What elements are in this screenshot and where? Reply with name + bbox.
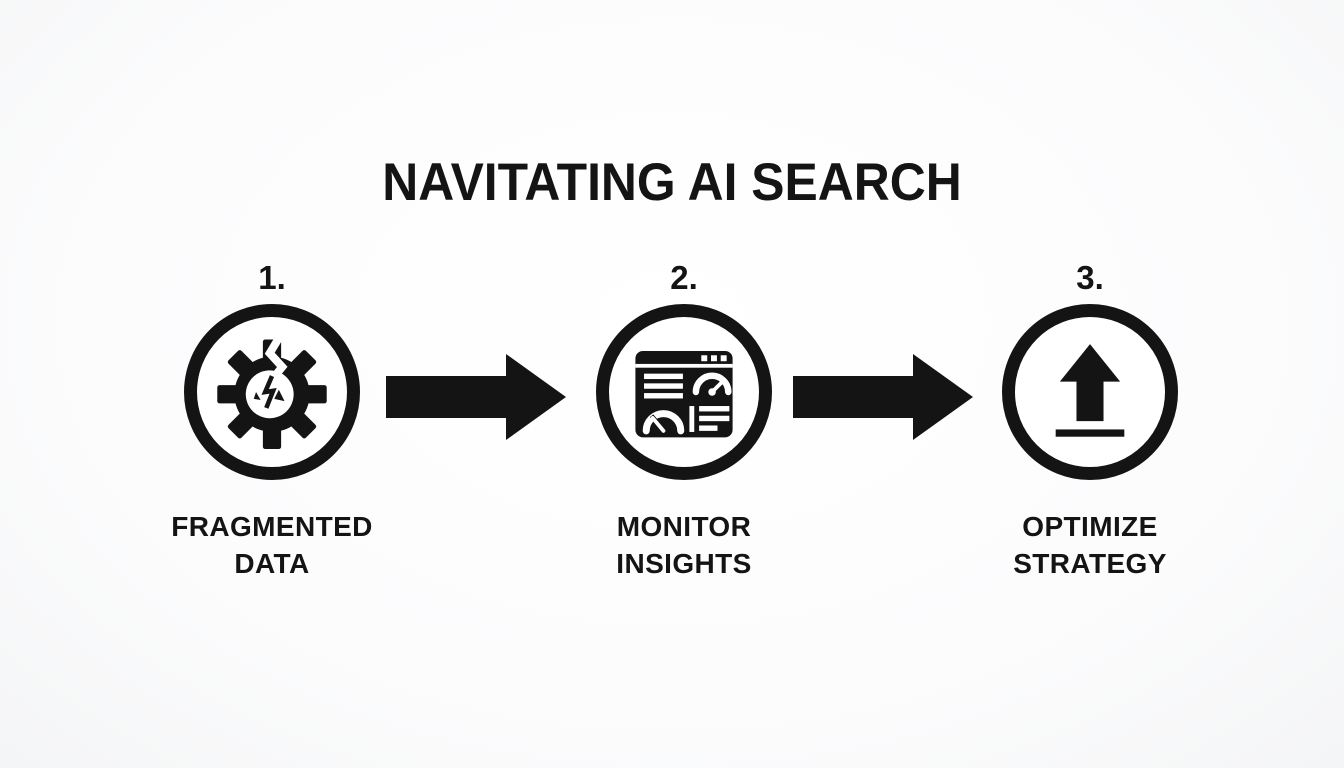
broken-gear-icon [217, 335, 327, 449]
step-label: MONITOR INSIGHTS [616, 511, 752, 579]
right-arrow-icon [793, 354, 973, 440]
step-label: FRAGMENTED DATA [171, 511, 373, 579]
step-monitor-insights: 2. MONITOR [524, 258, 844, 582]
step-circle [596, 304, 772, 480]
step-circle [184, 304, 360, 480]
right-arrow-icon [386, 354, 566, 440]
step-number: 3. [1076, 259, 1104, 296]
page-title: NAVITATING AI SEARCH [382, 153, 962, 212]
dashboard-gauges-icon [635, 350, 733, 438]
upload-arrow-icon [1055, 344, 1125, 437]
step-number: 1. [258, 259, 286, 296]
step-optimize-strategy: 3. OPTIMIZE STRATEGY [930, 258, 1250, 582]
step-fragmented-data: 1. FRAGMEN [112, 258, 432, 582]
step-circle [1002, 304, 1178, 480]
step-number: 2. [670, 259, 698, 296]
step-label: OPTIMIZE STRATEGY [1013, 511, 1167, 579]
